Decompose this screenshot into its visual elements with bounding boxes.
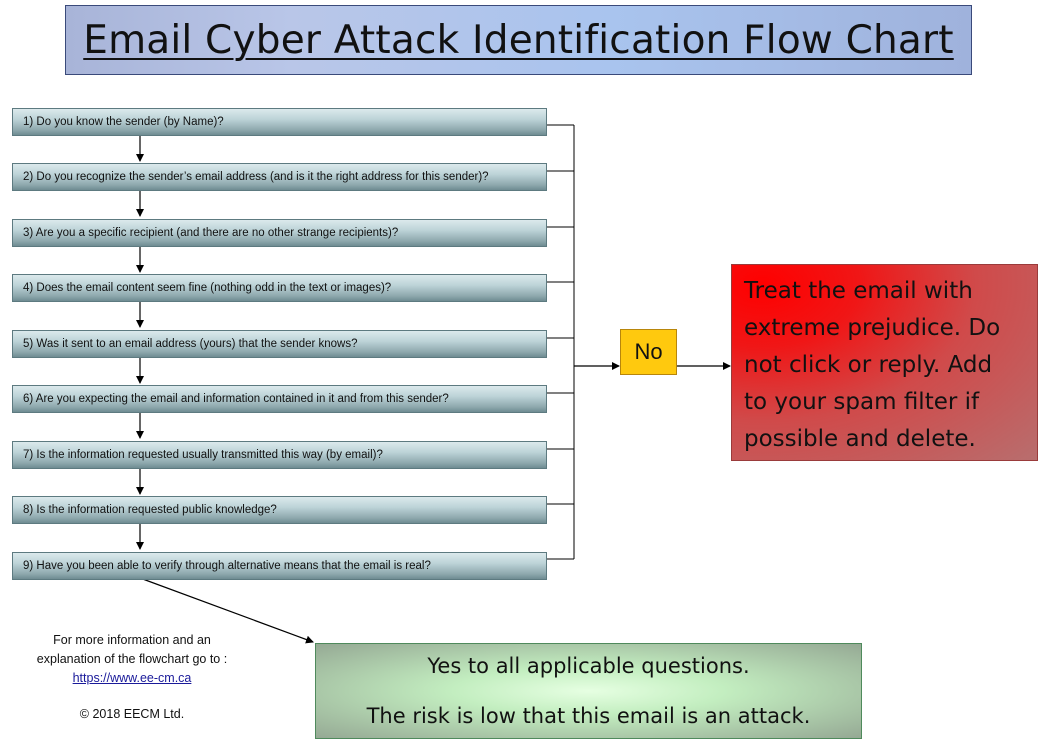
yes-line-1: Yes to all applicable questions. [427, 654, 750, 678]
footer-line-1: For more information and an [53, 633, 211, 647]
question-9: 9) Have you been able to verify through … [12, 552, 547, 580]
warning-line: extreme prejudice. Do [744, 315, 1001, 341]
question-3: 3) Are you a specific recipient (and the… [12, 219, 547, 247]
question-8: 8) Is the information requested public k… [12, 496, 547, 524]
copyright: © 2018 EECM Ltd. [79, 707, 185, 721]
footer-line-2: explanation of the flowchart go to : [36, 652, 228, 666]
yes-arrow [139, 577, 314, 644]
question-1: 1) Do you know the sender (by Name)? [12, 108, 547, 136]
question-5: 5) Was it sent to an email address (your… [12, 330, 547, 358]
title-banner: Email Cyber Attack Identification Flow C… [65, 5, 972, 75]
page-title: Email Cyber Attack Identification Flow C… [83, 17, 954, 63]
question-7: 7) Is the information requested usually … [12, 441, 547, 469]
warning-line: not click or reply. Add [744, 352, 993, 378]
question-6: 6) Are you expecting the email and infor… [12, 385, 547, 413]
warning-line: Treat the email with [744, 278, 973, 304]
question-4: 4) Does the email content seem fine (not… [12, 274, 547, 302]
yes-line-2: The risk is low that this email is an at… [366, 704, 811, 728]
footer-link[interactable]: https://www.ee-cm.ca [72, 671, 192, 685]
question-2: 2) Do you recognize the sender’s email a… [12, 163, 547, 191]
footer-info: For more information and an explanation … [12, 631, 252, 688]
warning-line: possible and delete. [744, 426, 976, 452]
no-decision-box: No [620, 329, 677, 375]
yes-result-box: Yes to all applicable questions. The ris… [315, 643, 862, 739]
warning-line: to your spam filter if [744, 389, 980, 415]
no-label: No [634, 339, 663, 364]
warning-box: Treat the email with extreme prejudice. … [731, 264, 1038, 461]
